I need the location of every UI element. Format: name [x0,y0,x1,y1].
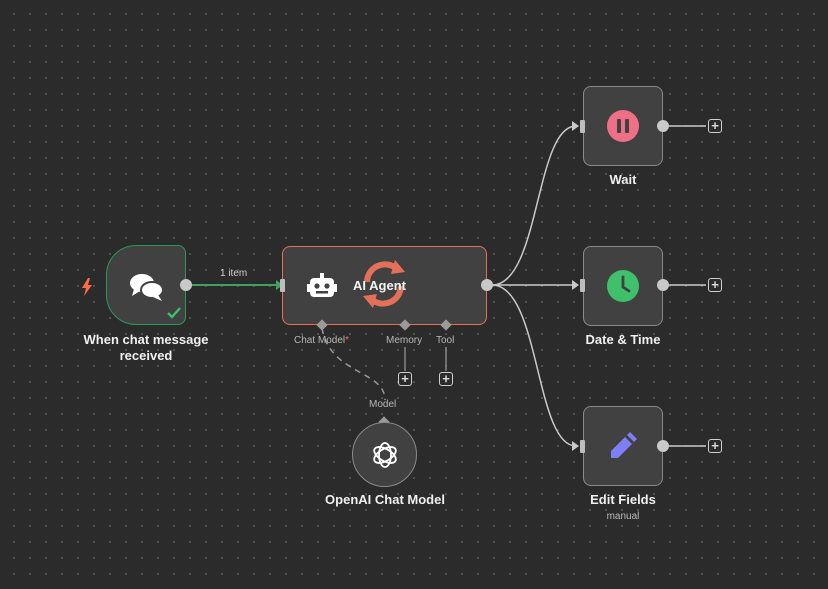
edit-fields-input-handle[interactable] [580,440,585,453]
edge-agent-edit [491,284,577,447]
datetime-label: Date & Time [585,332,661,347]
memory-input-label: Memory [386,335,423,346]
ai-agent-input-handle[interactable] [280,279,285,292]
required-marker: * [345,335,350,346]
add-tool-button[interactable]: + [439,372,453,386]
tool-input-label: Tool [436,335,455,346]
trigger-label: When chat message received [83,332,209,363]
chat-model-input-label: Chat Model* [294,335,349,346]
trigger-lightning-icon [81,278,93,301]
edge-agent-wait [491,125,577,286]
openai-icon [370,440,400,475]
trigger-node[interactable] [106,245,186,325]
chat-model-text: Chat Model [294,335,346,346]
datetime-output-handle[interactable] [657,279,669,291]
edit-fields-sublabel: manual [606,511,640,522]
wait-output-handle[interactable] [657,120,669,132]
pencil-icon [606,429,640,468]
clock-icon [606,269,640,308]
edit-fields-add-button[interactable]: + [708,439,722,453]
wait-input-handle[interactable] [580,120,585,133]
robot-icon [307,273,337,306]
success-check-icon [167,306,181,324]
ai-agent-label: AI Agent [353,278,406,293]
trigger-output-handle[interactable] [180,279,192,291]
running-spinner-icon [359,258,409,315]
datetime-node[interactable] [583,246,663,326]
add-memory-button[interactable]: + [398,372,412,386]
pause-icon [606,109,640,148]
openai-chat-model-label: OpenAI Chat Model [325,492,445,507]
openai-chat-model-node[interactable] [352,422,417,487]
wait-add-button[interactable]: + [708,119,722,133]
ai-agent-node[interactable]: AI Agent [282,246,487,325]
edge-item-count: 1 item [220,268,248,279]
ai-agent-output-handle[interactable] [481,279,493,291]
edit-fields-output-handle[interactable] [657,440,669,452]
openai-model-input-label: Model [369,399,397,410]
edit-fields-node[interactable] [583,406,663,486]
wait-label: Wait [609,172,637,187]
wait-node[interactable] [583,86,663,166]
datetime-add-button[interactable]: + [708,278,722,292]
chat-bubbles-icon [129,272,165,307]
datetime-input-handle[interactable] [580,279,585,292]
edit-fields-label: Edit Fields [590,492,656,507]
